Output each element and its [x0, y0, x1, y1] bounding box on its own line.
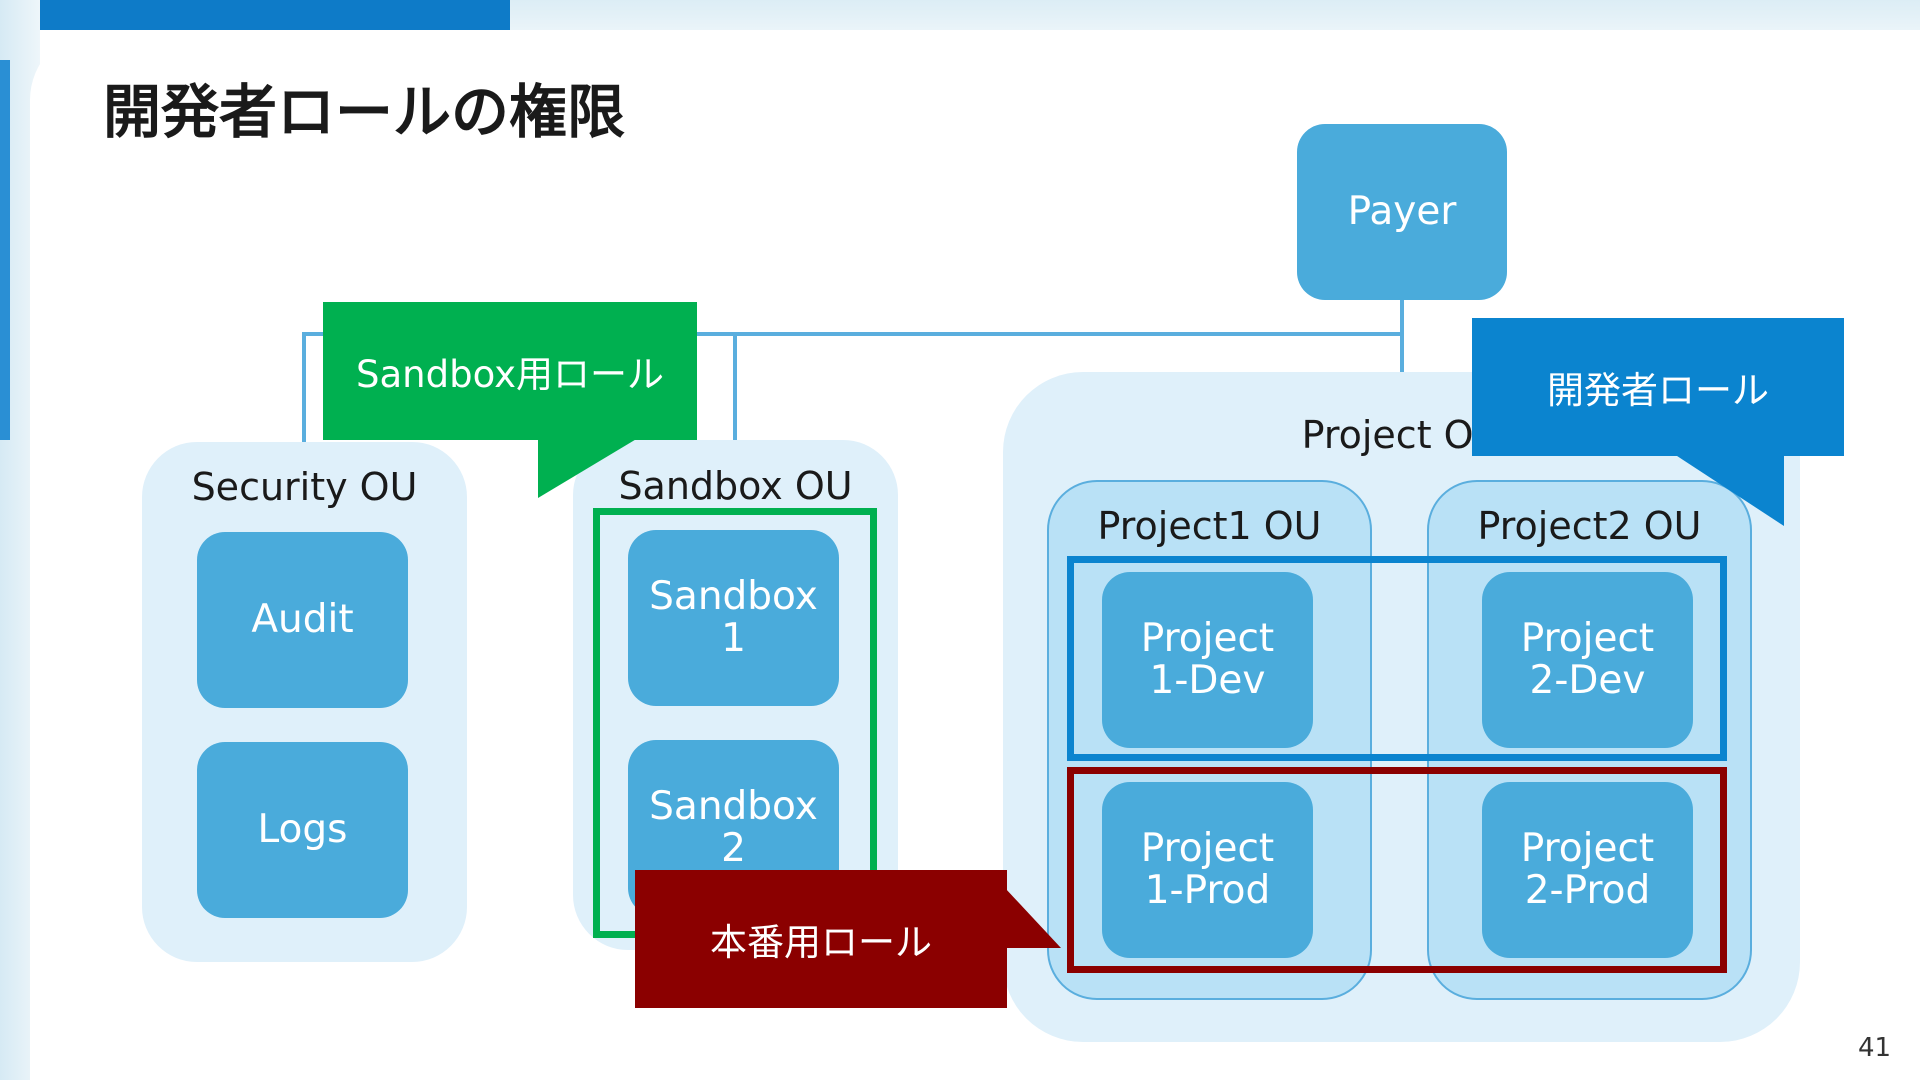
security-ou-label: Security OU	[191, 465, 418, 509]
developer-role-callout: 開発者ロール	[1472, 318, 1844, 526]
production-role-callout: 本番用ロール	[635, 870, 1061, 1008]
account-project1-prod: Project 1-Prod	[1102, 782, 1313, 958]
top-accent	[0, 0, 510, 30]
account-project1-prod-label: Project 1-Prod	[1140, 826, 1275, 913]
account-project2-dev-label: Project 2-Dev	[1520, 616, 1655, 703]
project2-ou-label: Project2 OU	[1477, 504, 1702, 548]
slide-title: 開発者ロールの権限	[103, 78, 626, 146]
account-project2-prod: Project 2-Prod	[1482, 782, 1693, 958]
page-number: 41	[1858, 1033, 1892, 1063]
account-logs: Logs	[197, 742, 408, 918]
connector-root-vertical	[1400, 300, 1404, 372]
production-role-frame	[1067, 767, 1727, 973]
production-role-callout-tail	[1005, 888, 1061, 948]
account-project2-dev: Project 2-Dev	[1482, 572, 1693, 748]
account-audit: Audit	[197, 532, 408, 708]
account-sandbox-2-label: Sandbox 2	[649, 784, 818, 871]
developer-role-label: 開発者ロール	[1547, 369, 1769, 412]
account-project2-prod-label: Project 2-Prod	[1520, 826, 1655, 913]
sandbox-ou-label: Sandbox OU	[618, 464, 853, 508]
developer-role-frame	[1067, 556, 1727, 761]
project1-ou-label: Project1 OU	[1097, 504, 1322, 548]
sandbox-role-callout: Sandbox用ロール	[323, 302, 697, 498]
sandbox-role-callout-tail	[538, 438, 638, 498]
account-sandbox-1: Sandbox 1	[628, 530, 839, 706]
account-logs-label: Logs	[257, 807, 348, 852]
sandbox-role-label: Sandbox用ロール	[356, 353, 664, 396]
developer-role-callout-tail	[1674, 454, 1784, 526]
payer-label: Payer	[1347, 189, 1457, 234]
production-role-label: 本番用ロール	[710, 921, 932, 964]
project-ou-label: Project OU	[1301, 413, 1502, 457]
connector-horizontal	[302, 332, 1404, 336]
left-accent	[0, 60, 10, 440]
account-audit-label: Audit	[251, 597, 354, 642]
account-project1-dev-label: Project 1-Dev	[1140, 616, 1275, 703]
connector-security	[302, 332, 306, 442]
account-project1-dev: Project 1-Dev	[1102, 572, 1313, 748]
payer-account: Payer	[1297, 124, 1507, 300]
account-sandbox-1-label: Sandbox 1	[649, 574, 818, 661]
connector-sandbox	[733, 332, 737, 442]
